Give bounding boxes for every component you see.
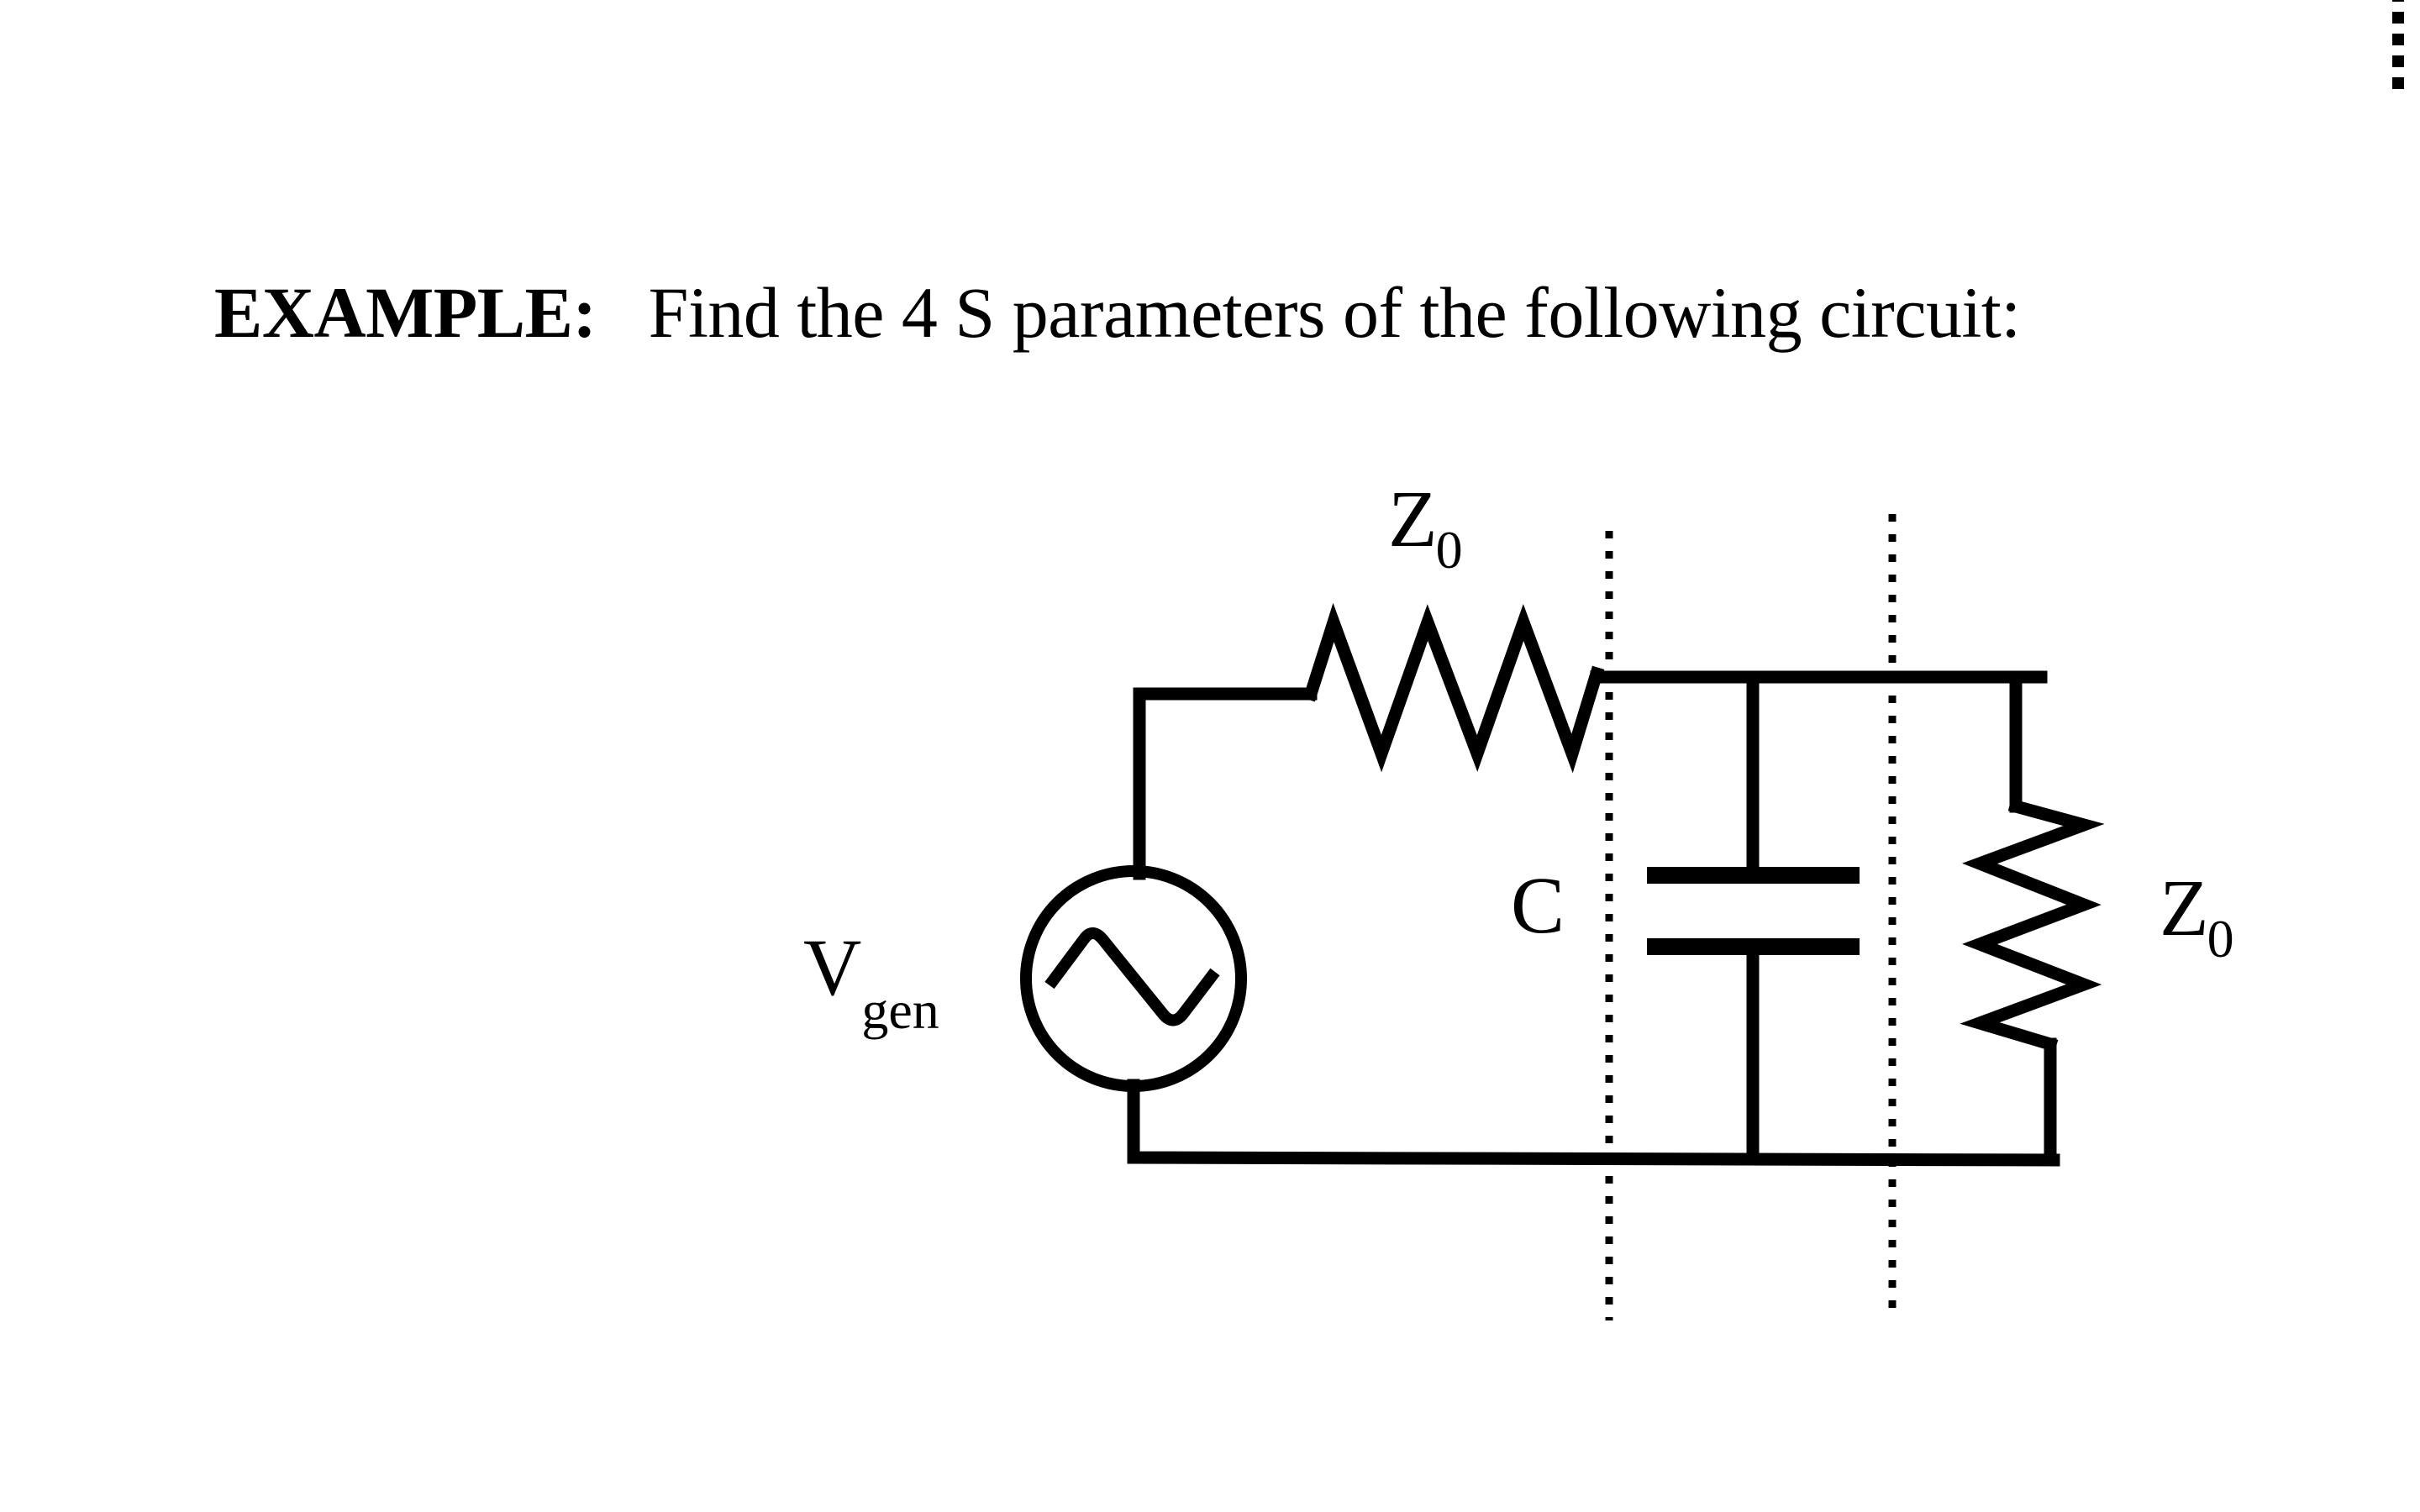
load-resistor-zigzag (1960, 798, 2105, 1053)
reference-planes (1605, 514, 1897, 1320)
capacitor-symbol (1647, 867, 1860, 955)
load-resistor-label: Z0 (2160, 863, 2234, 969)
problem-text: Find the 4 S parameters of the following… (648, 272, 2022, 353)
page-edge-dotted-line (2392, 0, 2404, 90)
ac-source-symbol (1020, 865, 1247, 1092)
wires (1127, 602, 2105, 1167)
source-top-wire (1133, 687, 1318, 880)
series-resistor-zigzag (1302, 602, 1605, 774)
ac-source-circle (1020, 865, 1247, 1092)
source-label: Vgen (803, 922, 939, 1040)
sine-wave-icon (1044, 927, 1220, 1026)
series-resistor-label: Z0 (1388, 474, 1463, 580)
problem-statement: EXAMPLE: Find the 4 S parameters of the f… (214, 270, 2021, 354)
bottom-return-wire (1127, 1079, 2060, 1167)
capacitor-label: C (1511, 860, 1565, 950)
example-label: EXAMPLE: (214, 272, 597, 353)
